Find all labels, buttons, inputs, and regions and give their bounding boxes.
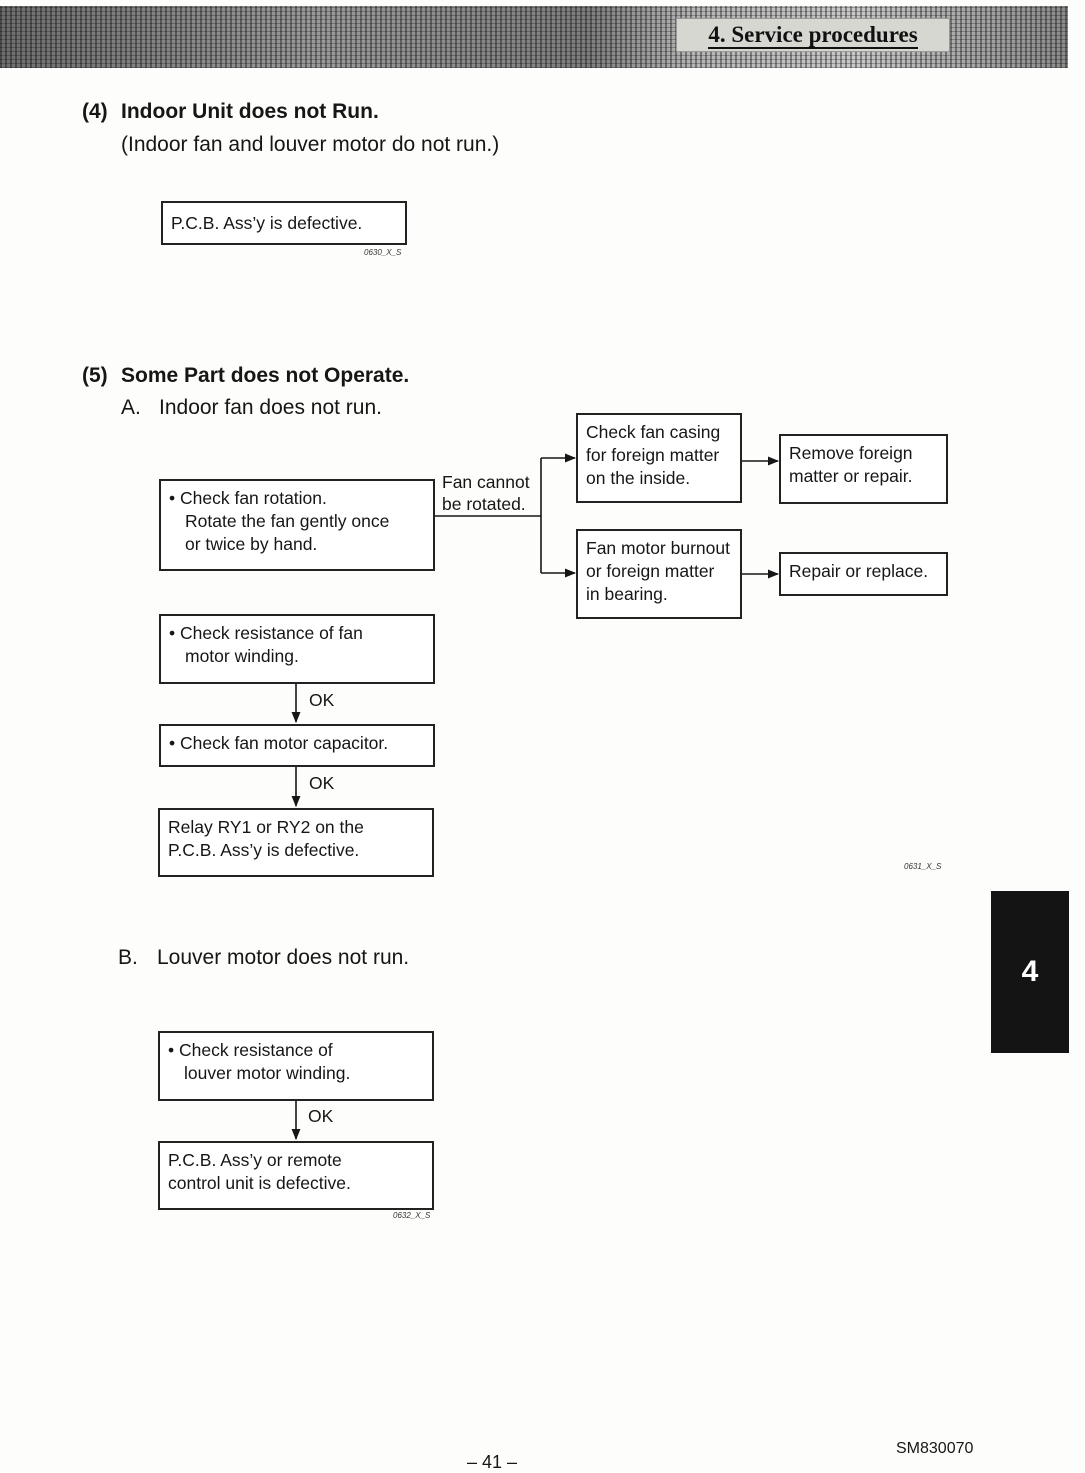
fan-cannot-label: Fan cannot be rotated. [442, 472, 530, 514]
section5-title: Some Part does not Operate. [121, 364, 410, 387]
motor-burnout-box: Fan motor burnout or foreign matter in b… [576, 529, 742, 619]
ok-label-1: OK [309, 690, 335, 710]
pcb-defective-box: P.C.B. Ass’y is defective. [161, 201, 407, 245]
check-louver-box: • Check resistance of louver motor windi… [158, 1031, 434, 1101]
check-rotation-box: • Check fan rotation. Rotate the fan gen… [159, 479, 435, 571]
figure-code: 0631_X_S [904, 862, 942, 871]
document-id: SM830070 [896, 1440, 974, 1457]
remove-foreign-box: Remove foreign matter or repair. [779, 434, 948, 504]
chapter-tab: 4 [991, 891, 1069, 1053]
check-capacitor-box: • Check fan motor capacitor. [159, 724, 435, 767]
figure-code: 0630_X_S [364, 248, 402, 257]
relay-defective-box: Relay RY1 or RY2 on the P.C.B. Ass’y is … [158, 808, 434, 877]
section4-title: Indoor Unit does not Run. [121, 100, 379, 123]
ok-label-3: OK [308, 1106, 334, 1126]
partA-title: Indoor fan does not run. [159, 396, 382, 419]
figure-code: 0632_X_S [393, 1211, 431, 1220]
check-resistance-box: • Check resistance of fan motor winding. [159, 614, 435, 684]
page-number: – 41 – [467, 1452, 518, 1472]
pcb-remote-box: P.C.B. Ass’y or remote control unit is d… [158, 1141, 434, 1210]
section-header-title: 4. Service procedures [676, 18, 950, 52]
section5-number: (5) [82, 364, 108, 387]
ok-label-2: OK [309, 773, 335, 793]
section4-subtitle: (Indoor fan and louver motor do not run.… [121, 133, 500, 156]
partB-letter: B. [118, 946, 138, 969]
section4-number: (4) [82, 100, 108, 123]
partA-letter: A. [121, 396, 141, 419]
repair-replace-box: Repair or replace. [779, 552, 948, 596]
partB-title: Louver motor does not run. [157, 946, 410, 969]
check-casing-box: Check fan casing for foreign matter on t… [576, 413, 742, 503]
